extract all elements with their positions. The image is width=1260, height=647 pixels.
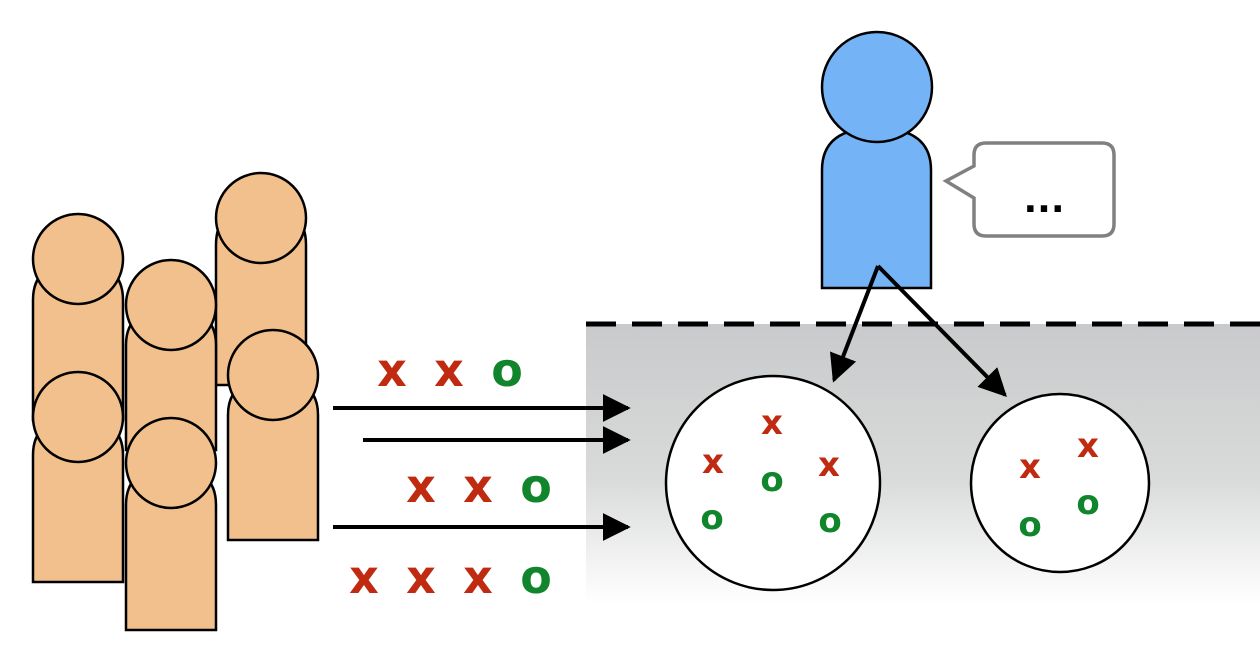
label-mark-x: x <box>463 550 493 604</box>
label-mark-x: x <box>463 459 493 513</box>
circle-mark-x: x <box>1019 447 1041 487</box>
label-mark-o: o <box>491 343 523 397</box>
label-mark-o: o <box>520 459 552 513</box>
label-mark-x: x <box>406 550 436 604</box>
crowd <box>31 171 320 632</box>
circle-mark-x: x <box>761 403 783 443</box>
person-icon <box>124 258 218 452</box>
circle-mark-x: x <box>1077 426 1099 466</box>
circle-mark-o: o <box>1076 483 1099 523</box>
circle-mark-o: o <box>760 460 783 500</box>
sample-circle-right <box>969 392 1151 574</box>
speaker-arrow-left <box>830 265 880 383</box>
speech-text: ... <box>1023 180 1064 221</box>
speaker-arrow-right <box>876 264 1007 397</box>
speech-bubble: ... <box>942 141 1116 238</box>
circle-mark-o: o <box>700 498 723 538</box>
label-mark-x: x <box>377 343 407 397</box>
sample-circle-left <box>664 374 882 592</box>
circle-mark-o: o <box>1018 505 1041 545</box>
circle-mark-x: x <box>702 442 724 482</box>
circle-mark-x: x <box>818 445 840 485</box>
speaker-arrows <box>830 264 1007 397</box>
person-icon <box>31 370 125 584</box>
person-icon <box>124 416 218 632</box>
label-mark-x: x <box>406 459 436 513</box>
label-mark-o: o <box>520 550 552 604</box>
circle-mark-o: o <box>818 501 841 541</box>
label-mark-x: x <box>349 550 379 604</box>
sampling-arrows <box>333 394 631 541</box>
label-mark-x: x <box>434 343 464 397</box>
speaker-person-icon <box>820 30 934 290</box>
person-icon <box>226 328 320 542</box>
